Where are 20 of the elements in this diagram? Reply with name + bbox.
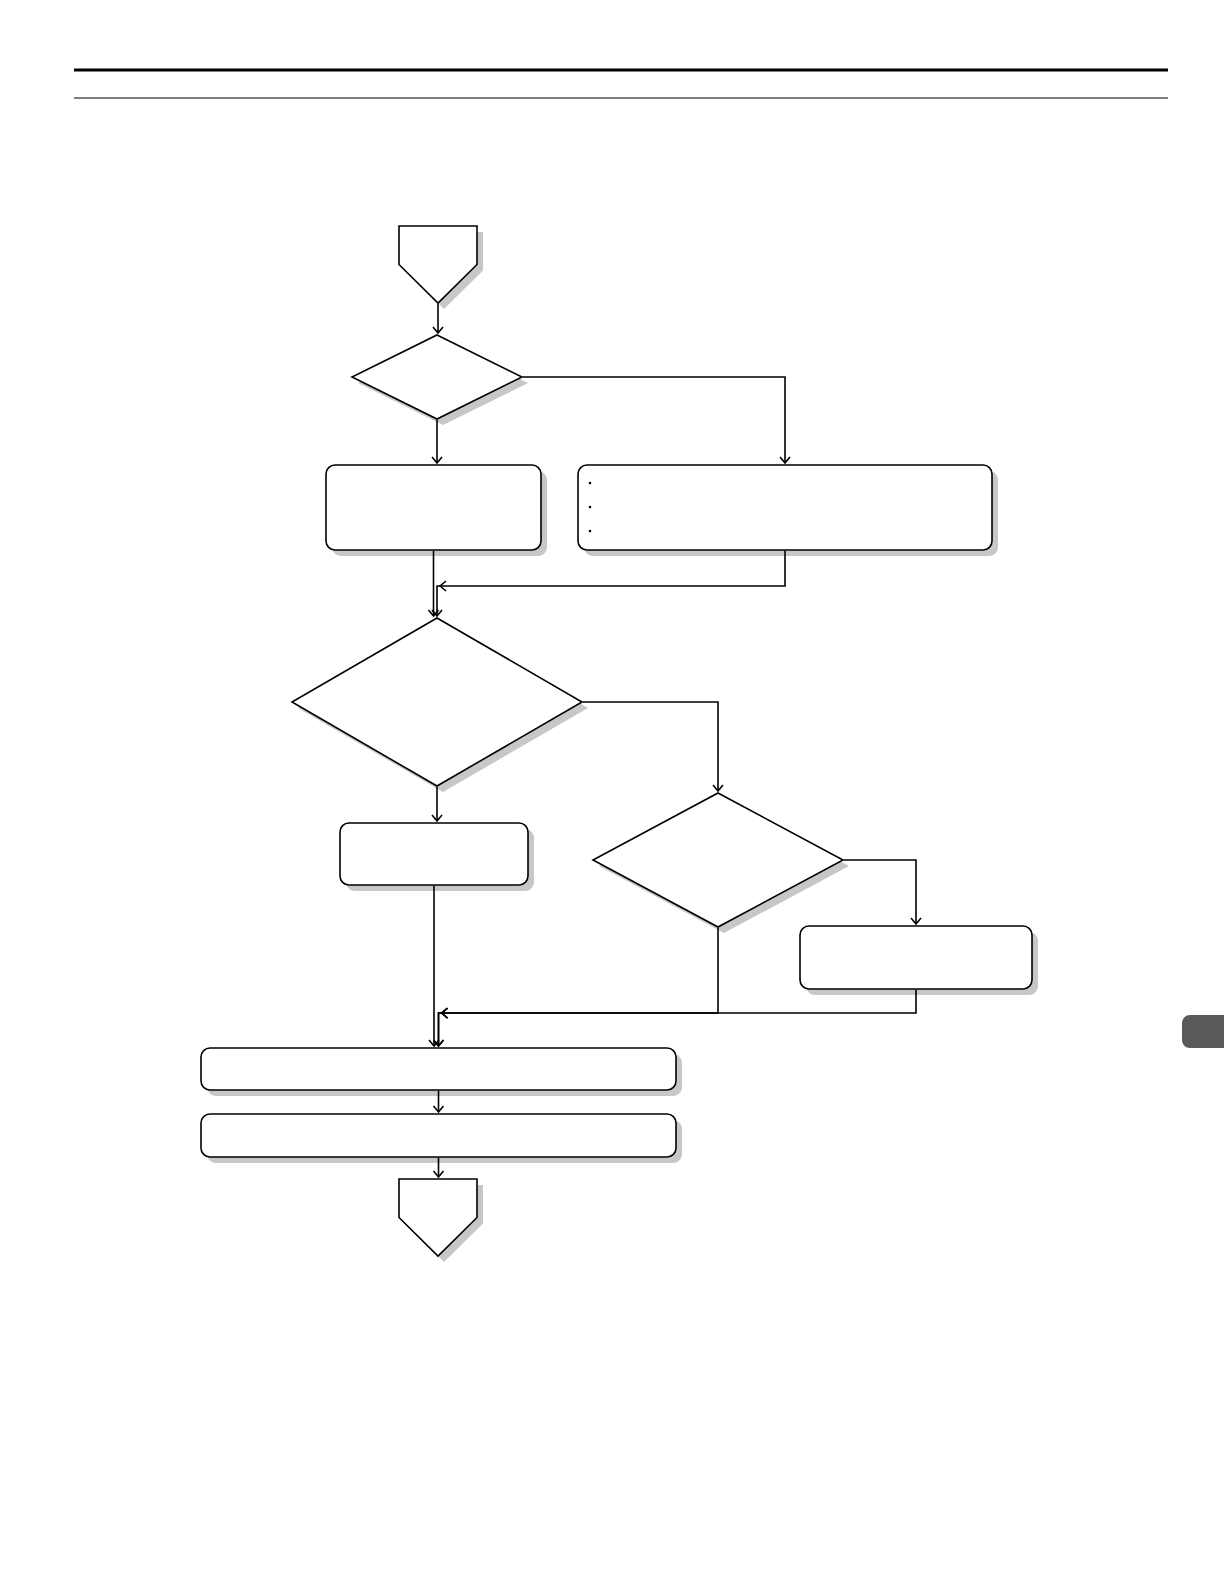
arrow <box>432 1157 445 1179</box>
process-box <box>200 1113 682 1163</box>
arrow <box>427 550 440 618</box>
arrow <box>432 989 917 1048</box>
process-box <box>200 1047 682 1096</box>
arrow <box>428 885 440 1048</box>
arrow <box>432 1090 445 1114</box>
process-box <box>325 464 547 556</box>
process-box <box>339 822 534 891</box>
connector-symbol <box>398 1178 483 1262</box>
arrow <box>582 701 724 793</box>
process-box <box>577 464 998 556</box>
arrow <box>431 550 786 618</box>
arrow <box>432 303 444 335</box>
arrow <box>843 859 922 926</box>
arrow <box>522 376 791 465</box>
arrow <box>431 419 443 465</box>
connector-symbol <box>398 225 483 309</box>
process-box <box>799 925 1038 995</box>
arrow <box>431 786 443 823</box>
